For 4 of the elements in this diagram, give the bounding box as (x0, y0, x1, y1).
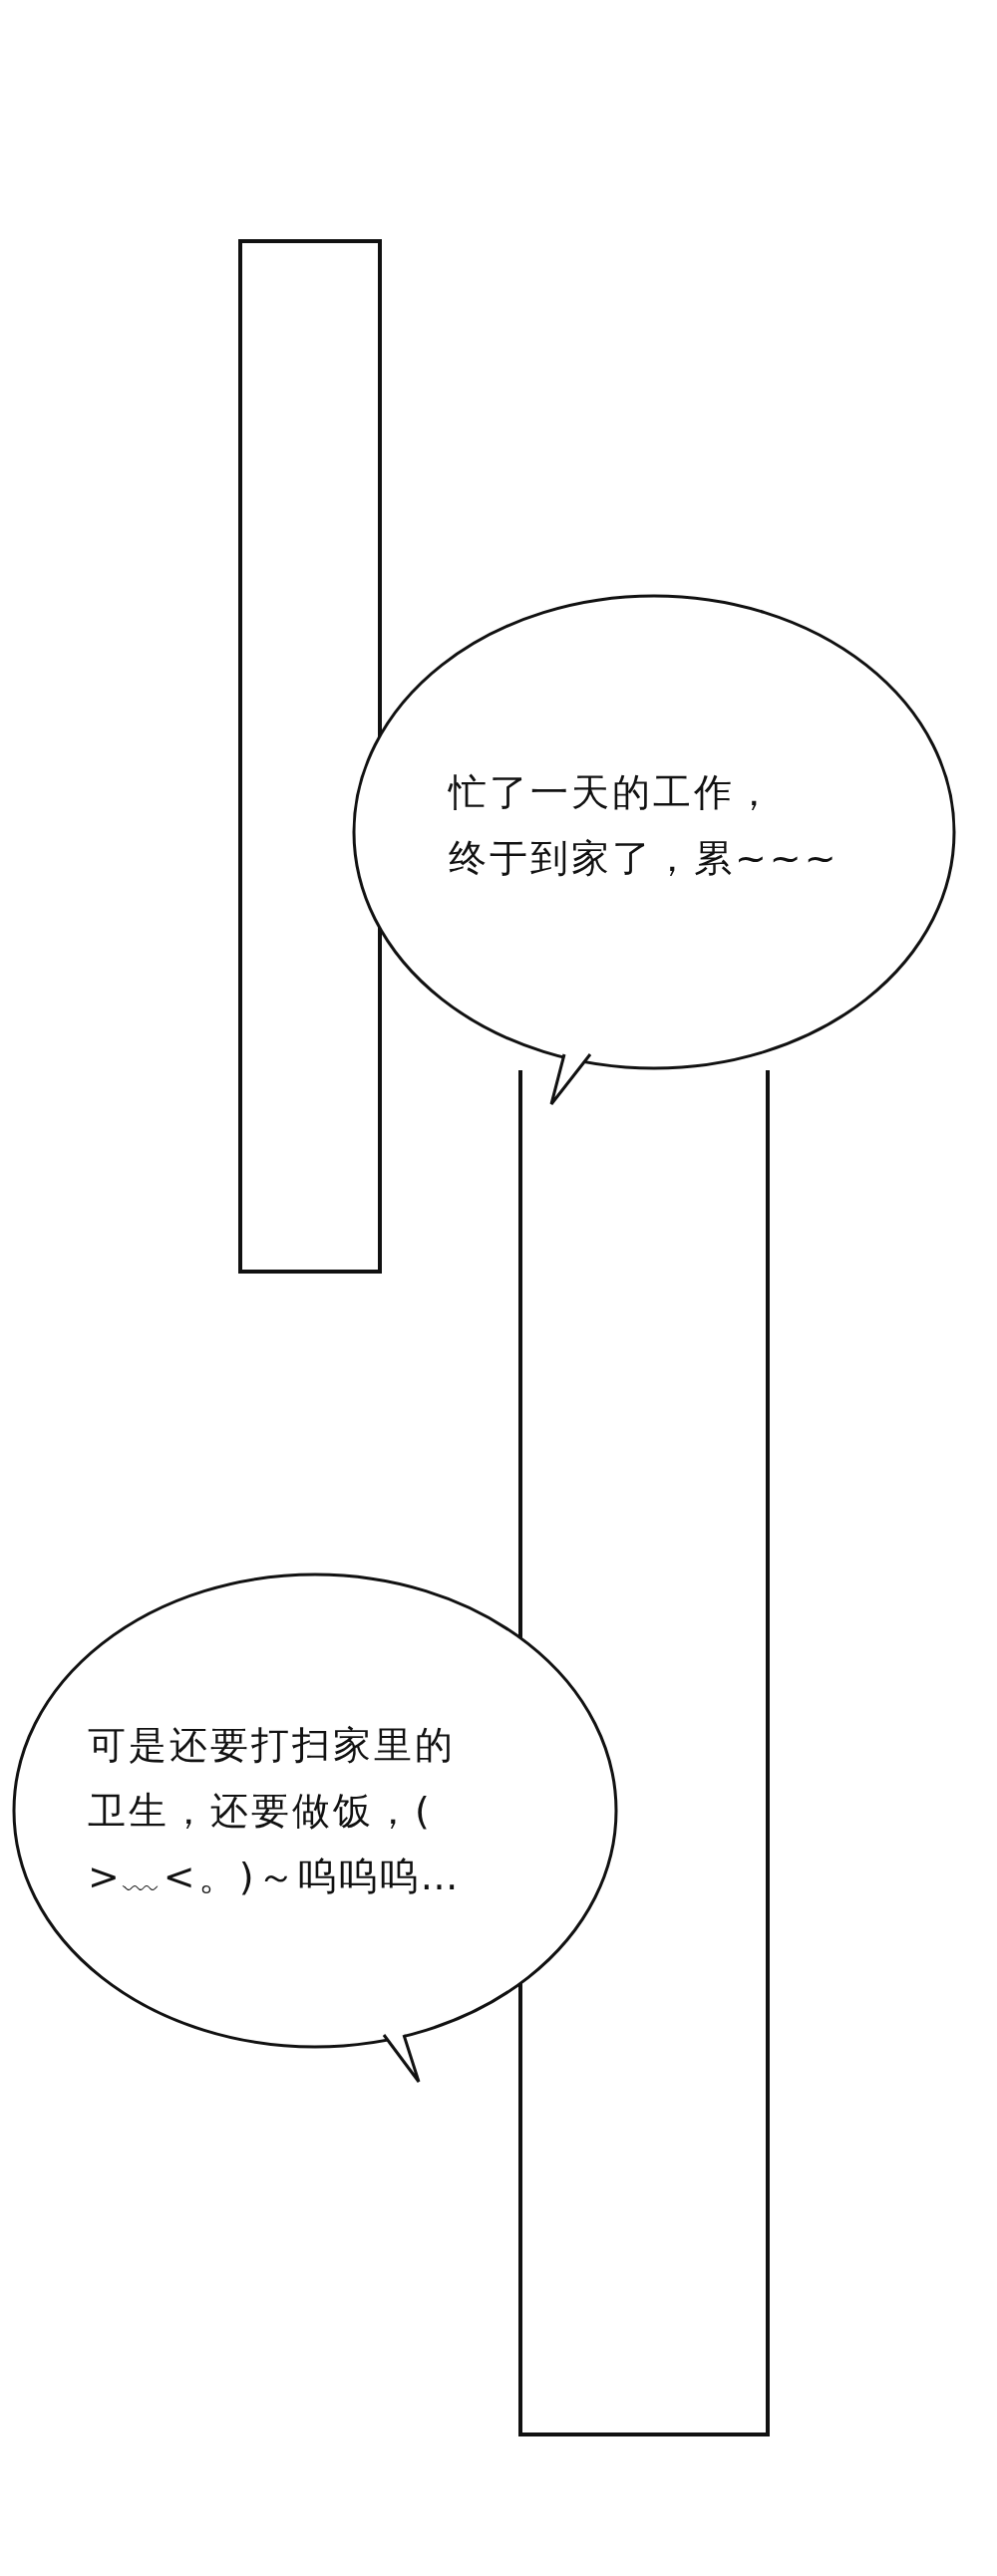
speech-text: 忙了一天的工作，终于到家了，累~~~ (449, 769, 840, 882)
speech-text: 可是还要打扫家里的卫生，还要做饭，( >﹏<。)～呜呜呜… (88, 1722, 463, 1900)
comic-panel (518, 1070, 770, 2436)
comic-panel (238, 239, 382, 1274)
